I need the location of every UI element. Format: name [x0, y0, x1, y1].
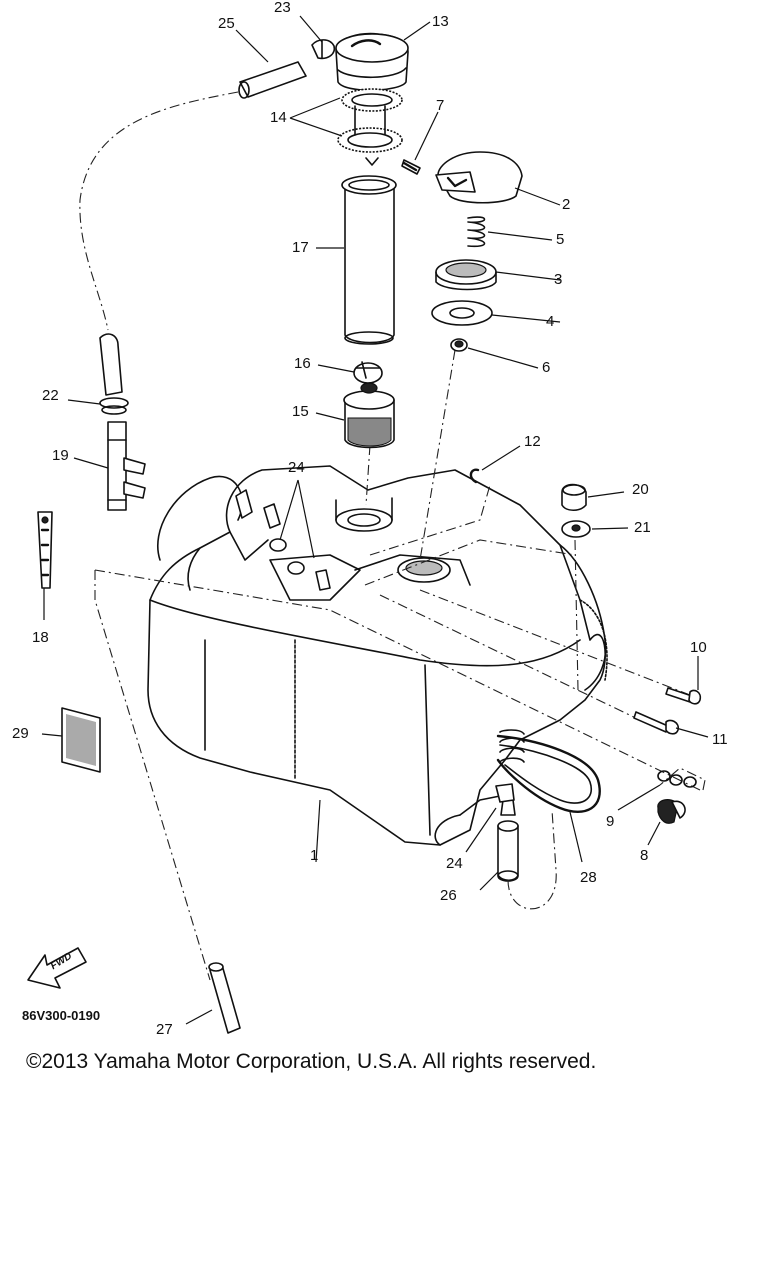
- callout-3: 3: [554, 271, 563, 288]
- clip-12: [469, 468, 480, 484]
- callout-8: 8: [640, 847, 649, 864]
- callout-26: 26: [440, 887, 457, 904]
- bolt-10: [665, 687, 702, 705]
- diagram-code: 86V300-0190: [22, 1008, 101, 1023]
- rings-14: [337, 88, 403, 166]
- callout-16: 16: [294, 355, 311, 372]
- callout-10: 10: [690, 639, 707, 656]
- callout-28: 28: [580, 869, 597, 886]
- callout-11: 11: [712, 731, 728, 748]
- cap-13: [335, 32, 409, 92]
- callout-29: 29: [12, 725, 29, 742]
- callout-5: 5: [556, 231, 565, 248]
- washer-4: [431, 300, 493, 326]
- clamps-9: [657, 770, 697, 788]
- callout-1: 1: [310, 847, 319, 864]
- callout-22: 22: [42, 387, 59, 404]
- callout-19: 19: [52, 447, 69, 464]
- hose-27: [208, 962, 241, 1034]
- hose-25: [238, 61, 307, 99]
- clip-23: [311, 39, 336, 60]
- seal-3: [435, 259, 497, 291]
- fittings-24: [235, 489, 515, 803]
- callout-24-top: 24: [288, 459, 305, 476]
- filter-15: [343, 382, 395, 449]
- label-29: [61, 707, 101, 773]
- fitting-19: [107, 421, 146, 511]
- lid-2: [435, 151, 523, 204]
- callout-7: 7: [436, 97, 445, 114]
- callout-24-bottom: 24: [446, 855, 463, 872]
- callout-15: 15: [292, 403, 309, 420]
- callout-23: 23: [274, 0, 291, 16]
- callout-4: 4: [546, 313, 555, 330]
- callout-2: 2: [562, 196, 571, 213]
- nut-6: [450, 338, 468, 352]
- spring-5: [467, 216, 486, 248]
- callout-18: 18: [32, 629, 49, 646]
- clamp-16: [353, 361, 383, 384]
- callout-9: 9: [606, 813, 615, 830]
- fuel-tank: [147, 465, 608, 846]
- hose-28: [496, 729, 601, 813]
- leader-lines: [41, 15, 709, 1025]
- callout-13: 13: [432, 13, 449, 30]
- strap-18: [37, 511, 53, 589]
- copyright-notice: ©2013 Yamaha Motor Corporation, U.S.A. A…: [26, 1050, 597, 1073]
- callout-27: 27: [156, 1021, 173, 1038]
- callout-17: 17: [292, 239, 309, 256]
- pipe-17: [341, 175, 397, 345]
- callout-21: 21: [634, 519, 651, 536]
- fwd-arrow-icon: [27, 947, 87, 989]
- knob-8: [657, 799, 686, 824]
- pin-7: [401, 159, 421, 175]
- callout-14: 14: [270, 109, 287, 126]
- bolt-11: [633, 711, 680, 735]
- callout-6: 6: [542, 359, 551, 376]
- washer-21: [561, 520, 591, 538]
- callout-25: 25: [218, 15, 235, 32]
- cap-nut-20: [561, 483, 587, 512]
- hose-22: [99, 333, 129, 415]
- callout-12: 12: [524, 433, 541, 450]
- hose-26: [497, 799, 557, 910]
- callout-20: 20: [632, 481, 649, 498]
